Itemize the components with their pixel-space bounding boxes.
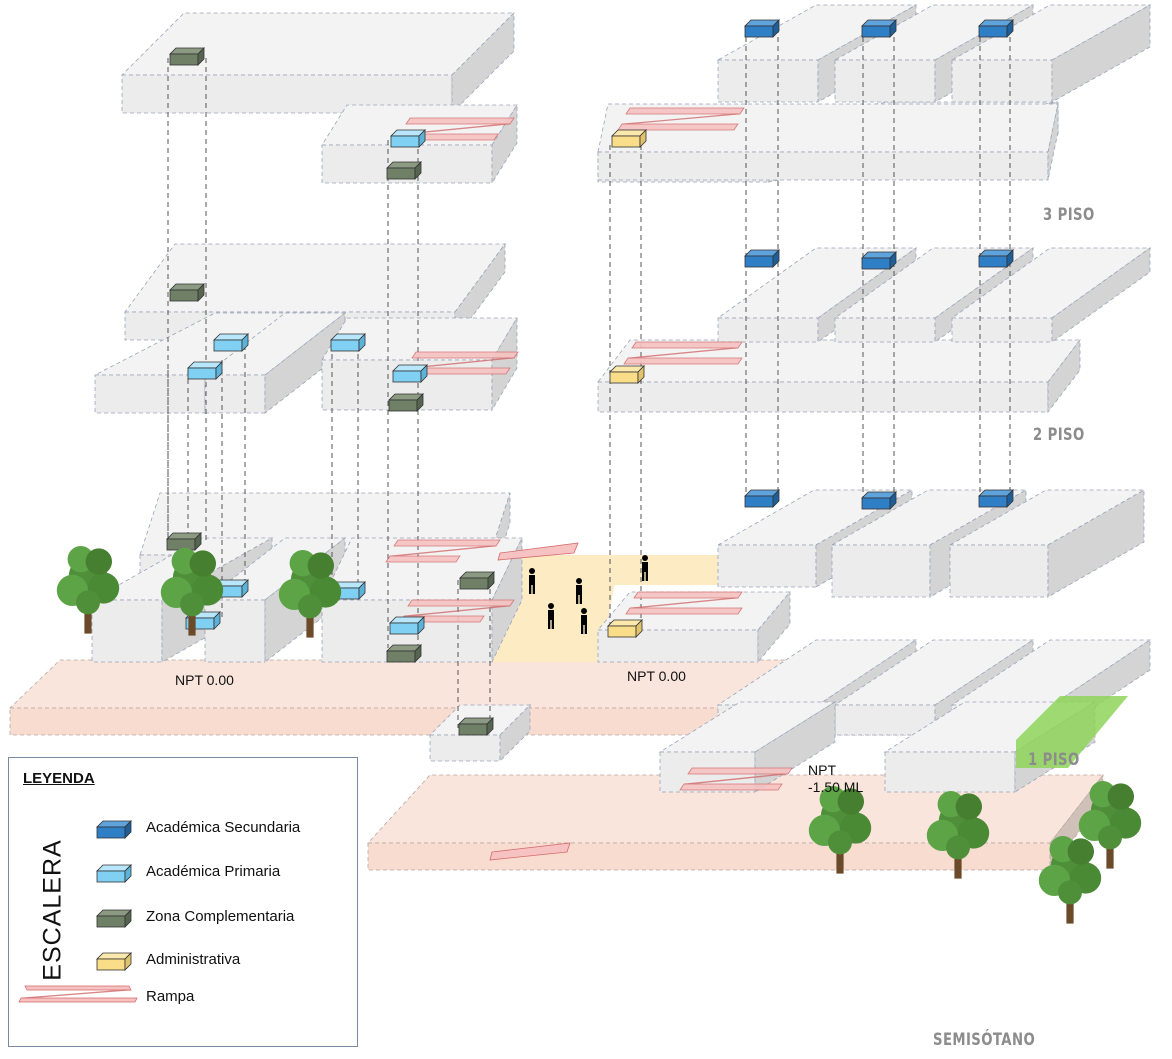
ramp-shape — [679, 767, 793, 791]
stair-icon — [459, 571, 495, 590]
npt-center: NPT 0.00 — [627, 668, 686, 684]
npt-basement-line2: -1.50 ML — [808, 779, 864, 795]
green-area — [1016, 696, 1128, 768]
stair-icon — [744, 489, 780, 508]
stair-icon — [458, 717, 494, 736]
stair-icon — [169, 47, 205, 66]
legend-item-primary: Académica Primaria — [146, 863, 281, 880]
npt-basement: NPT -1.50 ML — [808, 762, 863, 796]
stair-complementary-icon — [96, 909, 132, 928]
legend-item-complementary: Zona Complementaria — [146, 908, 295, 925]
stair-icon — [392, 364, 428, 383]
floor-label-3: 3 PISO — [1043, 205, 1095, 225]
legend-item-ramp: Rampa — [146, 988, 195, 1005]
building-block — [950, 247, 1152, 343]
stair-icon — [978, 489, 1014, 508]
building-block — [597, 338, 1081, 414]
stair-markers — [166, 19, 1014, 736]
stair-secondary-icon — [96, 820, 132, 839]
legend-title: LEYENDA — [23, 770, 95, 787]
legend-item-administrative: Administrativa — [146, 951, 241, 968]
building-block — [121, 12, 515, 114]
stair-icon — [166, 532, 202, 551]
stair-icon — [330, 333, 366, 352]
stair-icon — [744, 19, 780, 38]
stair-icon — [607, 619, 643, 638]
ramp-shape — [625, 591, 743, 615]
stair-icon — [213, 579, 249, 598]
stair-icon — [390, 129, 426, 148]
legend: LEYENDA ESCALERA Académica Secundaria Ac… — [8, 757, 358, 1047]
stair-icon — [861, 251, 897, 270]
floor-label-basement: SEMISÓTANO — [933, 1030, 1036, 1050]
legend-group-label: ESCALERA — [38, 839, 67, 981]
building-block — [597, 103, 1059, 181]
ramps — [385, 107, 793, 861]
ramp-shape — [617, 107, 745, 131]
building-block — [597, 590, 791, 664]
stair-icon — [609, 365, 645, 384]
stair-icon — [389, 616, 425, 635]
ramp-shape — [623, 341, 743, 365]
stair-icon — [386, 161, 422, 180]
legend-item-secondary: Académica Secundaria — [146, 819, 301, 836]
building-block — [203, 312, 347, 414]
floor-label-1: 1 PISO — [1028, 750, 1080, 770]
stair-icon — [744, 249, 780, 268]
stair-icon — [978, 249, 1014, 268]
stair-icon — [861, 491, 897, 510]
ramp-shape — [497, 542, 579, 561]
building-block — [950, 4, 1152, 103]
ramp-shape — [489, 842, 571, 861]
npt-left: NPT 0.00 — [175, 672, 234, 688]
ramp-shape — [385, 539, 501, 563]
legend-symbols — [18, 820, 138, 1003]
ramp-icon — [18, 985, 138, 1003]
stair-icon — [169, 283, 205, 302]
stair-administrative-icon — [96, 952, 132, 971]
stair-icon — [213, 333, 249, 352]
stair-icon — [388, 393, 424, 412]
stair-icon — [386, 644, 422, 663]
stair-icon — [187, 361, 223, 380]
stair-icon — [978, 19, 1014, 38]
npt-basement-line1: NPT — [808, 762, 836, 778]
floor-label-2: 2 PISO — [1033, 425, 1085, 445]
stair-icon — [861, 19, 897, 38]
ramp-shape — [399, 599, 515, 623]
stair-icon — [611, 129, 647, 148]
building-block — [948, 489, 1146, 598]
stair-primary-icon — [96, 864, 132, 883]
